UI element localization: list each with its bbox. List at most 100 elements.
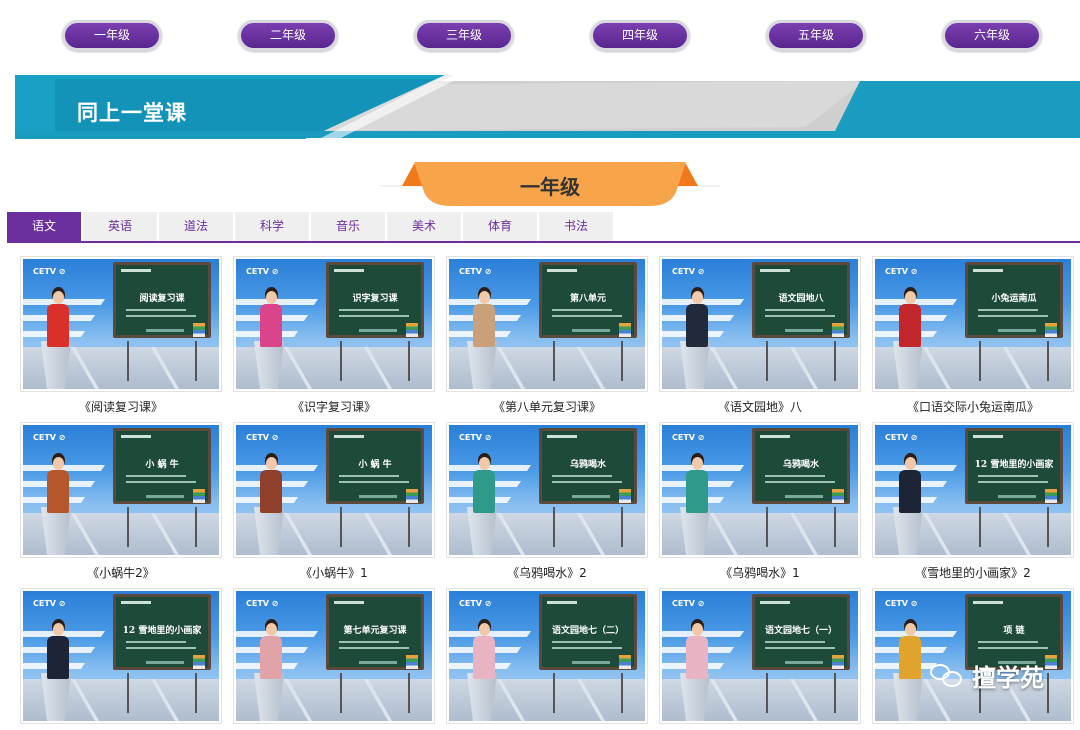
video-thumbnail[interactable]: CETV ⊘识字复习课 xyxy=(233,256,435,392)
chalkboard: 第七单元复习课 xyxy=(326,594,424,670)
books-icon xyxy=(193,655,205,669)
chalkboard-title: 语文园地七（二） xyxy=(544,623,632,636)
video-thumbnail[interactable]: CETV ⊘ 小兔运南瓜 xyxy=(872,256,1074,392)
grade-button-2[interactable]: 二年级 xyxy=(238,20,338,51)
video-card[interactable]: CETV ⊘识字复习课《识字复习课》 xyxy=(233,256,435,415)
video-caption[interactable]: 《口语交际小兔运南瓜》 xyxy=(872,398,1074,415)
chalkboard: 乌鸦喝水 xyxy=(752,428,850,504)
video-card[interactable]: CETV ⊘第七单元复习课 xyxy=(233,588,435,730)
teacher-figure xyxy=(47,291,69,347)
video-card[interactable]: CETV ⊘小 蜗 牛《小蜗牛2》 xyxy=(20,422,222,581)
video-thumbnail[interactable]: CETV ⊘第八单元 xyxy=(446,256,648,392)
video-card[interactable]: CETV ⊘ 乌鸦喝水《乌鸦喝水》1 xyxy=(659,422,861,581)
video-caption[interactable]: 《识字复习课》 xyxy=(233,398,435,415)
video-card[interactable]: CETV ⊘阅读复习课《阅读复习课》 xyxy=(20,256,222,415)
video-thumbnail[interactable]: CETV ⊘语文园地八 xyxy=(659,256,861,392)
video-thumbnail[interactable]: CETV ⊘阅读复习课 xyxy=(20,256,222,392)
chalkboard: 12 雪地里的小画家 xyxy=(113,594,211,670)
teacher-figure xyxy=(260,291,282,347)
teacher-outfit xyxy=(473,636,495,679)
teacher-figure xyxy=(899,623,921,679)
tab-pe[interactable]: 体育 xyxy=(463,212,538,241)
teacher-figure xyxy=(47,623,69,679)
chalkboard-title: 小 蜗 牛 xyxy=(331,457,419,470)
teacher-figure xyxy=(260,457,282,513)
cetv-logo: CETV ⊘ xyxy=(672,433,704,442)
video-thumbnail[interactable]: CETV ⊘ 语文园地七（一） xyxy=(659,588,861,724)
wechat-icon xyxy=(930,662,964,690)
cetv-logo: CETV ⊘ xyxy=(459,599,491,608)
video-card[interactable]: CETV ⊘12 雪地里的小画家 xyxy=(20,588,222,730)
video-card[interactable]: CETV ⊘ 12 雪地里的小画家《雪地里的小画家》2 xyxy=(872,422,1074,581)
video-card[interactable]: CETV ⊘ 语文园地七（一） xyxy=(659,588,861,730)
video-caption[interactable]: 《雪地里的小画家》2 xyxy=(872,564,1074,581)
video-card[interactable]: CETV ⊘乌鸦喝水《乌鸦喝水》2 xyxy=(446,422,648,581)
cetv-logo: CETV ⊘ xyxy=(33,433,65,442)
video-thumbnail[interactable]: CETV ⊘第七单元复习课 xyxy=(233,588,435,724)
grade-heading: 一年级 xyxy=(380,158,720,210)
books-icon xyxy=(832,323,844,337)
video-card[interactable]: CETV ⊘语文园地八《语文园地》八 xyxy=(659,256,861,415)
books-icon xyxy=(832,489,844,503)
teacher-outfit xyxy=(686,636,708,679)
cetv-logo: CETV ⊘ xyxy=(33,267,65,276)
grade-button-6[interactable]: 六年级 xyxy=(942,20,1042,51)
video-thumbnail[interactable]: CETV ⊘12 雪地里的小画家 xyxy=(20,588,222,724)
chalkboard: 乌鸦喝水 xyxy=(539,428,637,504)
video-card[interactable]: CETV ⊘ 语文园地七（二） xyxy=(446,588,648,730)
teacher-outfit xyxy=(47,636,69,679)
chalkboard: 12 雪地里的小画家 xyxy=(965,428,1063,504)
cetv-logo: CETV ⊘ xyxy=(459,267,491,276)
watermark-text: 擅学苑 xyxy=(972,658,1044,693)
teacher-outfit xyxy=(260,636,282,679)
tab-calligraphy[interactable]: 书法 xyxy=(539,212,614,241)
grade-button-1[interactable]: 一年级 xyxy=(62,20,162,51)
grade-button-3[interactable]: 三年级 xyxy=(414,20,514,51)
grade-button-5[interactable]: 五年级 xyxy=(766,20,866,51)
tab-english[interactable]: 英语 xyxy=(83,212,158,241)
cetv-logo: CETV ⊘ xyxy=(246,267,278,276)
tab-music[interactable]: 音乐 xyxy=(311,212,386,241)
books-icon xyxy=(406,489,418,503)
video-caption[interactable]: 《小蜗牛》1 xyxy=(233,564,435,581)
video-thumbnail[interactable]: CETV ⊘ 12 雪地里的小画家 xyxy=(872,422,1074,558)
video-card[interactable]: CETV ⊘第八单元《第八单元复习课》 xyxy=(446,256,648,415)
teacher-figure xyxy=(47,457,69,513)
video-thumbnail[interactable]: CETV ⊘小 蜗 牛 xyxy=(233,422,435,558)
video-thumbnail[interactable]: CETV ⊘项 链 xyxy=(872,588,1074,724)
video-card[interactable]: CETV ⊘小 蜗 牛《小蜗牛》1 xyxy=(233,422,435,581)
video-thumbnail[interactable]: CETV ⊘乌鸦喝水 xyxy=(446,422,648,558)
teacher-figure xyxy=(473,457,495,513)
tab-morality-law[interactable]: 道法 xyxy=(159,212,234,241)
video-caption[interactable]: 《语文园地》八 xyxy=(659,398,861,415)
video-card[interactable]: CETV ⊘ 小兔运南瓜《口语交际小兔运南瓜》 xyxy=(872,256,1074,415)
teacher-figure xyxy=(686,291,708,347)
cetv-logo: CETV ⊘ xyxy=(885,433,917,442)
books-icon xyxy=(1045,655,1057,669)
video-caption[interactable]: 《小蜗牛2》 xyxy=(20,564,222,581)
tab-art[interactable]: 美术 xyxy=(387,212,462,241)
subject-tabs: 语文 英语 道法 科学 音乐 美术 体育 书法 xyxy=(7,212,1080,243)
video-thumbnail[interactable]: CETV ⊘ 乌鸦喝水 xyxy=(659,422,861,558)
video-caption[interactable]: 《乌鸦喝水》1 xyxy=(659,564,861,581)
chalkboard: 小兔运南瓜 xyxy=(965,262,1063,338)
chalkboard: 语文园地七（二） xyxy=(539,594,637,670)
tab-chinese[interactable]: 语文 xyxy=(7,212,82,241)
tab-science[interactable]: 科学 xyxy=(235,212,310,241)
chalkboard-title: 12 雪地里的小画家 xyxy=(118,623,206,636)
video-caption[interactable]: 《乌鸦喝水》2 xyxy=(446,564,648,581)
grade-heading-label: 一年级 xyxy=(380,171,720,200)
video-thumbnail[interactable]: CETV ⊘ 语文园地七（二） xyxy=(446,588,648,724)
video-thumbnail[interactable]: CETV ⊘小 蜗 牛 xyxy=(20,422,222,558)
cetv-logo: CETV ⊘ xyxy=(672,599,704,608)
video-caption[interactable]: 《第八单元复习课》 xyxy=(446,398,648,415)
teacher-outfit xyxy=(260,470,282,513)
books-icon xyxy=(193,323,205,337)
cetv-logo: CETV ⊘ xyxy=(885,267,917,276)
chalkboard-title: 第七单元复习课 xyxy=(331,623,419,636)
video-caption[interactable]: 《阅读复习课》 xyxy=(20,398,222,415)
chalkboard: 语文园地七（一） xyxy=(752,594,850,670)
chalkboard: 小 蜗 牛 xyxy=(326,428,424,504)
grade-button-4[interactable]: 四年级 xyxy=(590,20,690,51)
books-icon xyxy=(1045,489,1057,503)
